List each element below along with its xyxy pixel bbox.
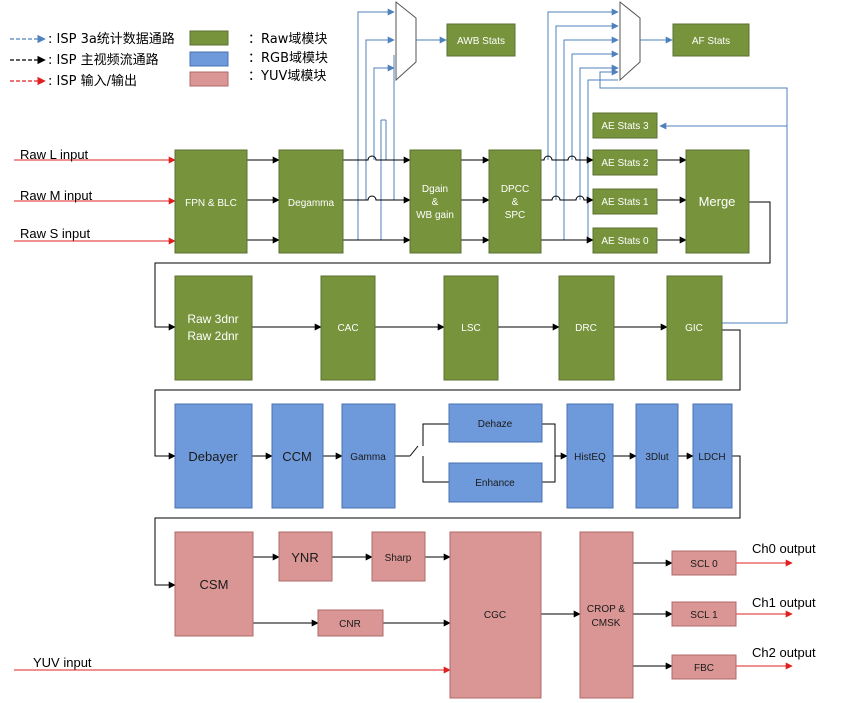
af-mux <box>619 0 641 82</box>
raw-s-input-label: Raw S input <box>20 226 90 241</box>
legend-stats-label: : ISP 3a统计数据通路 <box>48 31 175 47</box>
crop-label-line1: CROP & <box>587 604 625 615</box>
cac-block: CAC <box>320 275 376 381</box>
ae-stats-2-block: AE Stats 2 <box>592 149 658 176</box>
scl1-block: SCL 1 <box>671 601 737 627</box>
3dlut-label: 3Dlut <box>645 452 669 463</box>
yuv-input-label: YUV input <box>33 655 92 670</box>
main-paths <box>154 155 771 670</box>
lsc-label: LSC <box>461 323 480 334</box>
sharp-block: Sharp <box>371 531 426 582</box>
dehaze-block: Dehaze <box>448 403 543 443</box>
merge-label: Merge <box>699 194 736 209</box>
cnr-block: CNR <box>317 609 384 637</box>
raw3dnr-label: Raw 3dnr <box>187 312 238 326</box>
merge-block: Merge <box>685 149 750 254</box>
enhance-label: Enhance <box>475 478 515 489</box>
legend-yuv-swatch <box>189 71 229 87</box>
legend-rgb-swatch <box>189 51 229 67</box>
degamma-block: Degamma <box>278 149 344 254</box>
dehaze-label: Dehaze <box>478 419 513 430</box>
drc-label: DRC <box>575 323 597 334</box>
enhance-block: Enhance <box>448 462 543 503</box>
awb-stats-label: AWB Stats <box>457 36 505 47</box>
raw-l-input-label: Raw L input <box>20 147 89 162</box>
crop-label-line2: CMSK <box>592 618 621 629</box>
ch0-output-label: Ch0 output <box>752 541 816 556</box>
fpn-blc-label: FPN & BLC <box>185 198 237 209</box>
awb-mux <box>395 0 417 82</box>
gic-label: GIC <box>685 323 703 334</box>
ldch-block: LDCH <box>692 403 733 509</box>
ae-stats-3-label: AE Stats 3 <box>601 121 649 132</box>
ynr-block: YNR <box>278 531 333 582</box>
gamma-label: Gamma <box>350 452 386 463</box>
ch2-output-label: Ch2 output <box>752 645 816 660</box>
dgain-label-line1: Dgain <box>422 184 448 195</box>
dpcc-spc-block: DPCC & SPC <box>488 149 542 254</box>
dgain-label-line2: & <box>432 197 439 208</box>
dgain-label-line3: WB gain <box>416 210 454 221</box>
histeq-label: HistEQ <box>574 452 606 463</box>
scl0-block: SCL 0 <box>671 550 737 576</box>
legend: : ISP 3a统计数据通路 : ISP 主视频流通路 : ISP 输入/输出 … <box>10 30 328 89</box>
raw-3dnr-2dnr-block: Raw 3dnr Raw 2dnr <box>174 275 253 381</box>
legend-raw-swatch <box>189 30 229 46</box>
fbc-block: FBC <box>671 654 737 680</box>
stats-paths <box>357 8 788 324</box>
sharp-label: Sharp <box>385 553 412 564</box>
af-stats-block: AF Stats <box>672 23 750 57</box>
cac-label: CAC <box>337 323 358 334</box>
legend-io-label: : ISP 输入/输出 <box>48 73 137 89</box>
raw2dnr-label: Raw 2dnr <box>187 329 238 343</box>
csm-label: CSM <box>200 577 229 592</box>
legend-yuv-label: ：YUV域模块 <box>248 69 326 84</box>
lsc-block: LSC <box>443 275 499 381</box>
cgc-label: CGC <box>484 610 506 621</box>
gamma-block: Gamma <box>341 403 396 509</box>
crop-cmsk-block: CROP & CMSK <box>579 531 634 699</box>
dpcc-label-line1: DPCC <box>501 184 529 195</box>
ae-stats-1-block: AE Stats 1 <box>592 188 658 215</box>
ccm-block: CCM <box>271 403 324 509</box>
csm-block: CSM <box>174 531 254 637</box>
legend-rgb-label: ：RGB域模块 <box>248 51 328 66</box>
debayer-block: Debayer <box>174 403 253 509</box>
debayer-label: Debayer <box>188 449 238 464</box>
drc-block: DRC <box>558 275 615 381</box>
cgc-block: CGC <box>449 531 542 699</box>
ccm-label: CCM <box>282 449 312 464</box>
3dlut-block: 3Dlut <box>635 403 679 509</box>
gic-block: GIC <box>666 275 723 381</box>
af-stats-label: AF Stats <box>692 36 730 47</box>
dpcc-label-line2: & <box>512 197 519 208</box>
histeq-block: HistEQ <box>566 403 614 509</box>
ae-stats-0-label: AE Stats 0 <box>601 236 649 247</box>
ae-stats-2-label: AE Stats 2 <box>601 158 649 169</box>
cnr-label: CNR <box>339 619 361 630</box>
ae-stats-1-label: AE Stats 1 <box>601 197 649 208</box>
scl1-label: SCL 1 <box>690 610 718 621</box>
ldch-label: LDCH <box>698 452 725 463</box>
ae-stats-3-block: AE Stats 3 <box>592 112 658 139</box>
awb-stats-block: AWB Stats <box>446 23 516 57</box>
legend-main-label: : ISP 主视频流通路 <box>48 52 159 68</box>
degamma-label: Degamma <box>288 198 335 209</box>
fbc-label: FBC <box>694 663 714 674</box>
raw-m-input-label: Raw M input <box>20 188 93 203</box>
ch1-output-label: Ch1 output <box>752 595 816 610</box>
scl0-label: SCL 0 <box>690 559 718 570</box>
ae-stats-0-block: AE Stats 0 <box>592 227 658 254</box>
ynr-label: YNR <box>291 550 318 565</box>
fpn-blc-block: FPN & BLC <box>174 149 248 254</box>
io-paths <box>14 156 793 674</box>
dpcc-label-line3: SPC <box>505 210 526 221</box>
legend-raw-label: ：Raw域模块 <box>248 32 327 47</box>
dgain-wbgain-block: Dgain & WB gain <box>409 149 462 254</box>
